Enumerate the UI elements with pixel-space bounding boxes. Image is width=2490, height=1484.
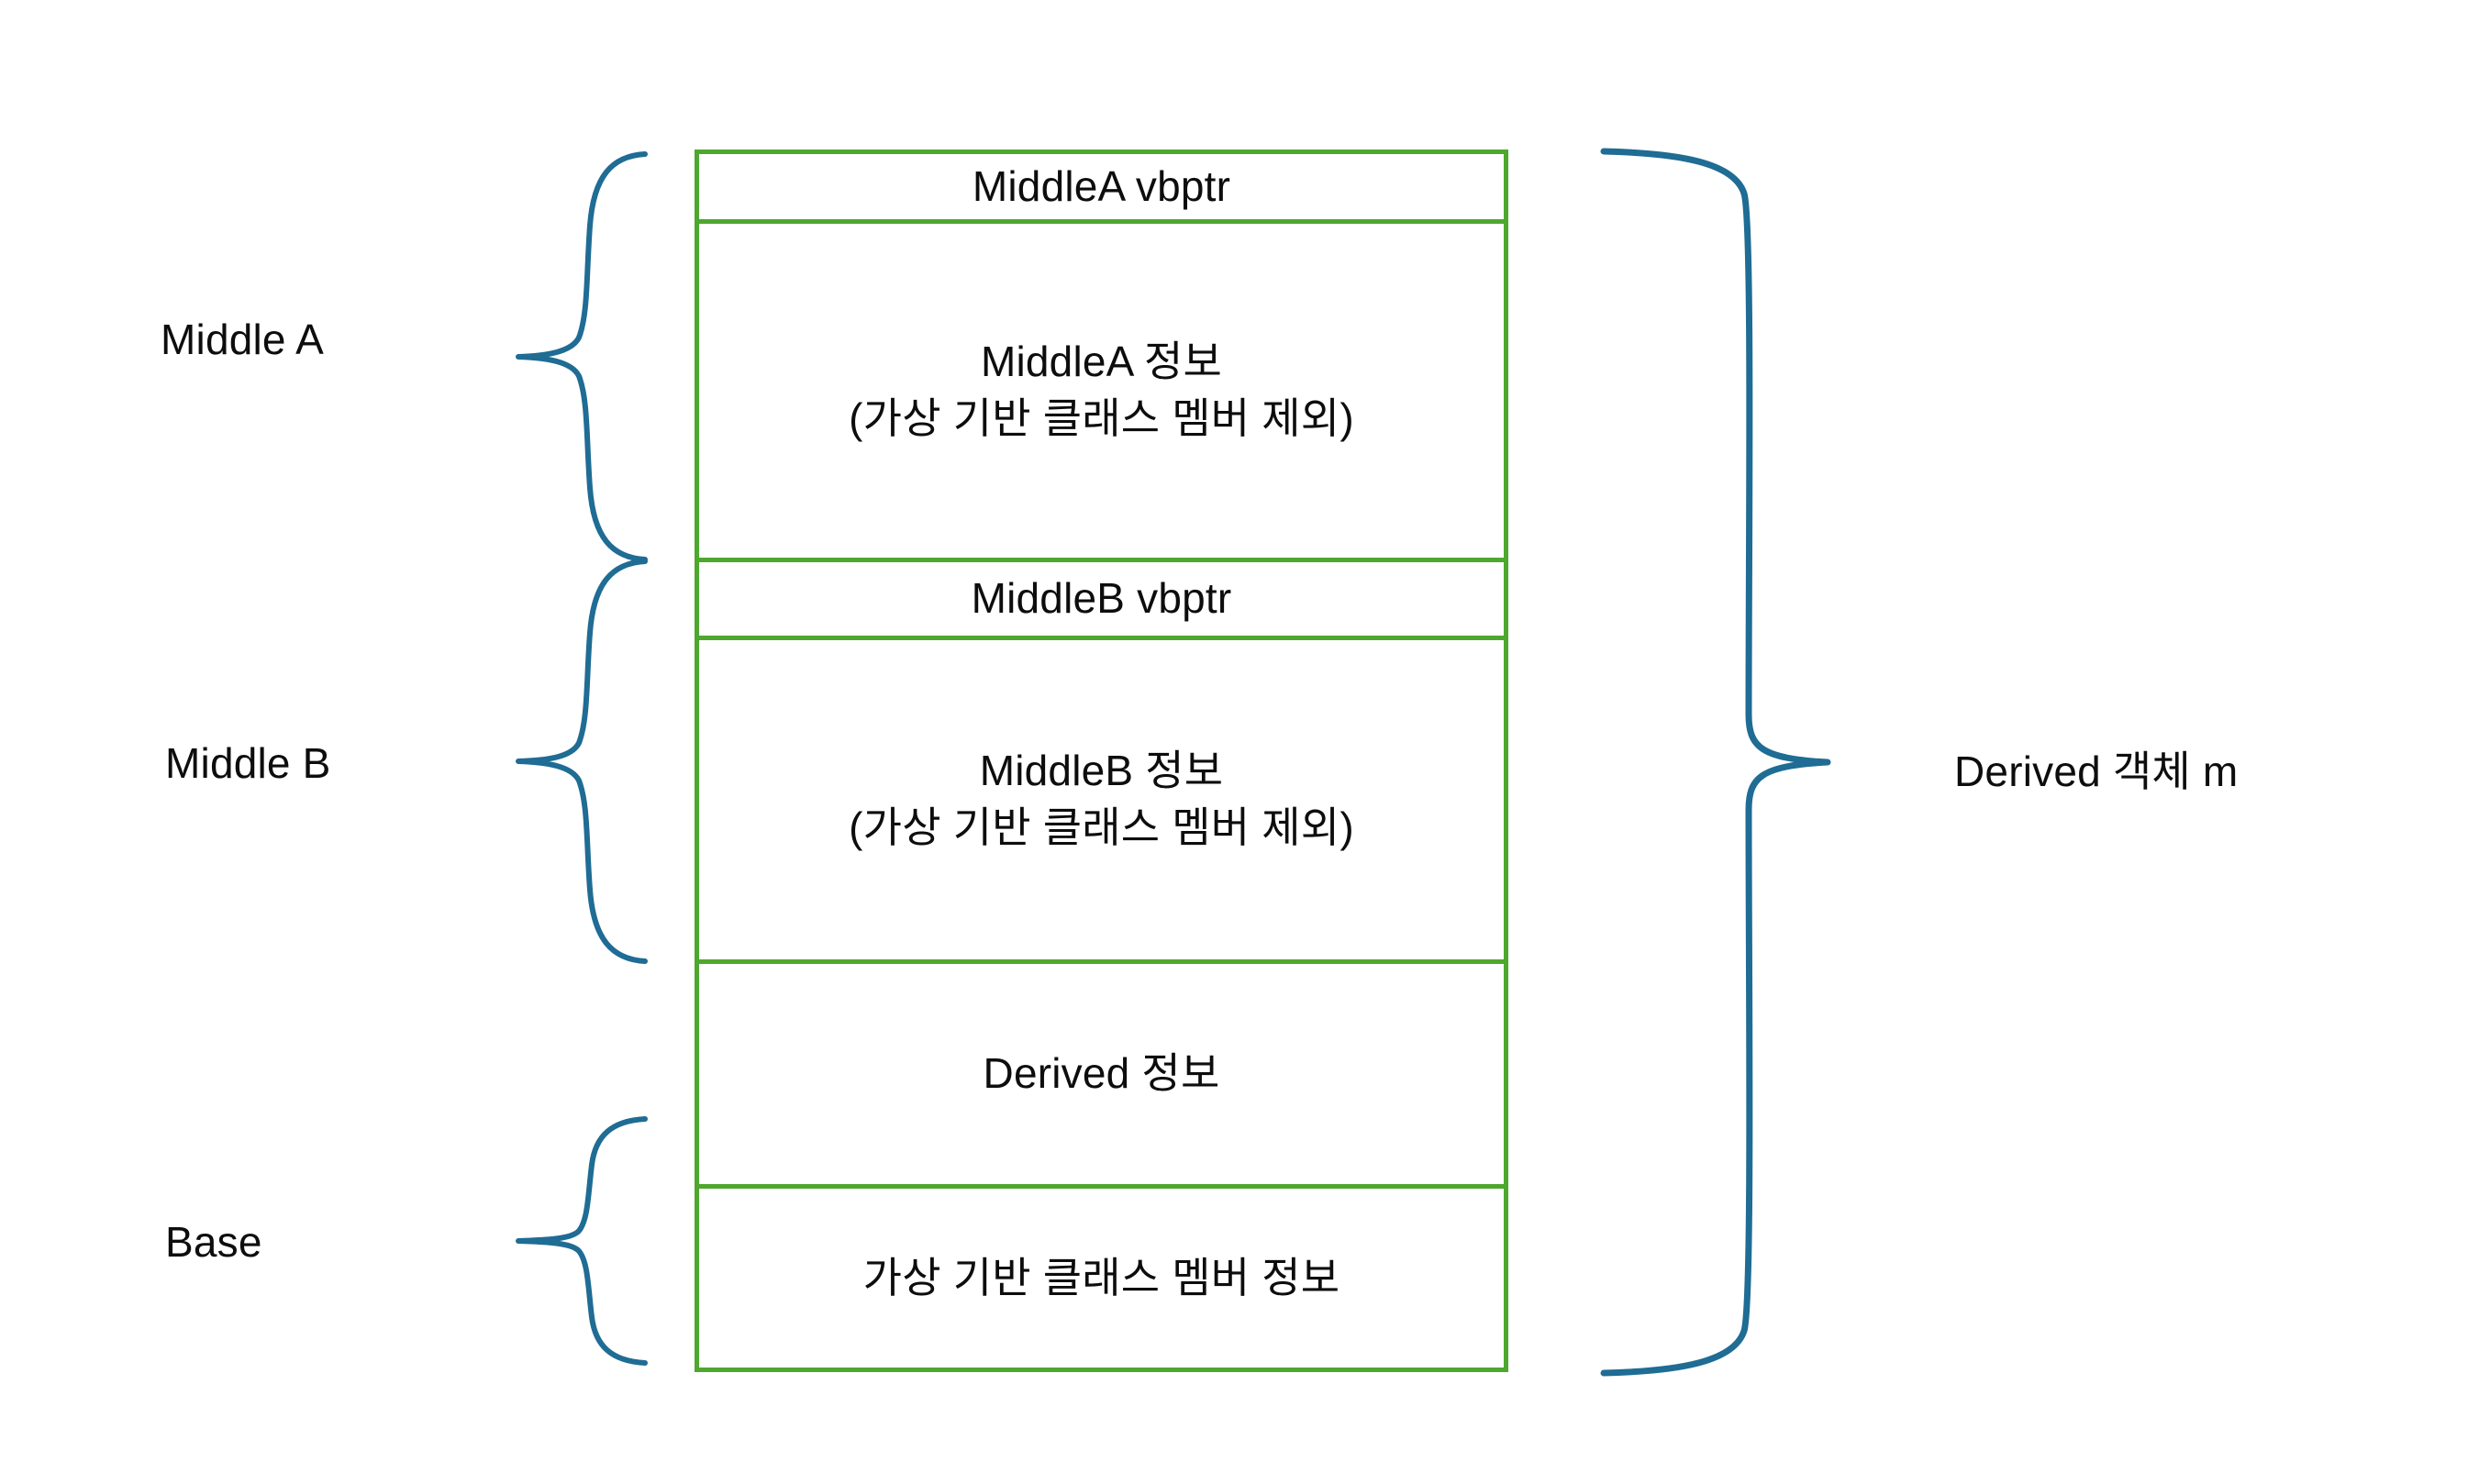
row-middlea-info: MiddleA 정보 (가상 기반 클래스 멤버 제외) [699,224,1504,562]
row-middleb-vbptr: MiddleB vbptr [699,562,1504,640]
label-middle-b: Middle B [165,739,331,787]
row-virtual-base-info-text: 가상 기반 클래스 멤버 정보 [862,1253,1340,1301]
label-base: Base [165,1218,262,1266]
row-middlea-vbptr-text: MiddleA vbptr [972,161,1231,210]
brace-derived-object-icon [1600,148,1831,1377]
memory-layout-table: MiddleA vbptr MiddleA 정보 (가상 기반 클래스 멤버 제… [695,150,1508,1372]
row-derived-info: Derived 정보 [699,964,1504,1189]
row-middleb-vbptr-text: MiddleB vbptr [971,574,1232,623]
label-derived-object: Derived 객체 m [1954,748,2239,795]
row-middleb-info: MiddleB 정보 (가상 기반 클래스 멤버 제외) [699,640,1504,964]
row-middlea-info-text: MiddleA 정보 (가상 기반 클래스 멤버 제외) [849,338,1354,442]
brace-middle-b-icon [516,559,648,964]
row-virtual-base-info: 가상 기반 클래스 멤버 정보 [699,1189,1504,1368]
row-middlea-vbptr: MiddleA vbptr [699,154,1504,224]
brace-middle-a-icon [516,151,648,562]
row-middleb-info-text: MiddleB 정보 (가상 기반 클래스 멤버 제외) [849,747,1354,851]
brace-base-icon [516,1116,648,1366]
row-derived-info-text: Derived 정보 [983,1049,1220,1098]
label-middle-a: Middle A [161,316,325,363]
